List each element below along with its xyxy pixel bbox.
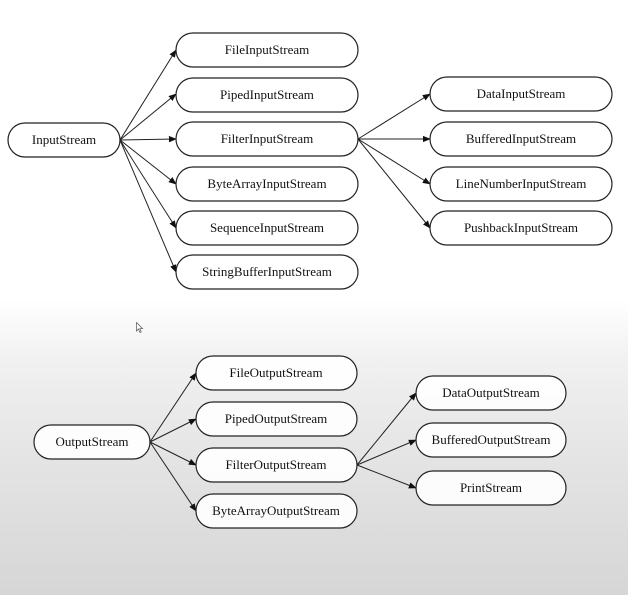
node-filteroutputstream: FilterOutputStream [195, 447, 358, 483]
node-fileoutputstream: FileOutputStream [195, 355, 358, 391]
node-outputstream: OutputStream [33, 424, 151, 460]
node-inputstream: InputStream [7, 122, 121, 158]
node-label: BufferedOutputStream [432, 432, 551, 447]
input-nodes: InputStream FileInputStream PipedInputSt… [7, 32, 613, 290]
edge-input-sequence [119, 139, 177, 229]
edge-filterout-data [356, 392, 417, 466]
node-stringbufferinputstream: StringBufferInputStream [175, 254, 359, 290]
edge-input-piped [119, 93, 177, 141]
edge-input-bytearray [119, 139, 177, 185]
node-pipedoutputstream: PipedOutputStream [195, 401, 358, 437]
node-sequenceinputstream: SequenceInputStream [175, 210, 359, 246]
edge-input-stringbuffer [119, 139, 177, 273]
node-printstream: PrintStream [415, 470, 567, 506]
node-label: PipedInputStream [220, 87, 314, 102]
edge-output-piped [149, 418, 197, 443]
node-linenumberinputstream: LineNumberInputStream [429, 166, 613, 202]
node-label: ByteArrayInputStream [207, 176, 326, 191]
edge-filterin-linenumber [357, 138, 431, 185]
edge-filterout-print [356, 464, 417, 489]
input-edges [119, 49, 431, 273]
node-label: PipedOutputStream [225, 411, 328, 426]
edge-filterout-buffered [356, 439, 417, 466]
node-bytearrayoutputstream: ByteArrayOutputStream [195, 493, 358, 529]
node-datainputstream: DataInputStream [429, 76, 613, 112]
node-pushbackinputstream: PushbackInputStream [429, 210, 613, 246]
node-label: PrintStream [460, 480, 522, 495]
node-label: FilterInputStream [221, 131, 313, 146]
node-label: FileOutputStream [229, 365, 322, 380]
node-filterinputstream: FilterInputStream [175, 121, 359, 157]
edge-output-bytearray [149, 441, 197, 512]
edge-output-file [149, 372, 197, 443]
node-bytearrayinputstream: ByteArrayInputStream [175, 166, 359, 202]
node-label: StringBufferInputStream [202, 264, 332, 279]
node-dataoutputstream: DataOutputStream [415, 375, 567, 411]
node-label: FilterOutputStream [225, 457, 326, 472]
node-label: SequenceInputStream [210, 220, 324, 235]
mouse-cursor-icon [136, 322, 144, 334]
node-bufferedoutputstream: BufferedOutputStream [415, 422, 567, 458]
node-label: DataInputStream [477, 86, 566, 101]
node-pipedinputstream: PipedInputStream [175, 77, 359, 113]
node-label: FileInputStream [225, 42, 310, 57]
node-label: ByteArrayOutputStream [212, 503, 340, 518]
node-fileinputstream: FileInputStream [175, 32, 359, 68]
node-label: DataOutputStream [442, 385, 539, 400]
edge-input-filter [119, 135, 177, 143]
node-label: LineNumberInputStream [456, 176, 587, 191]
node-label: PushbackInputStream [464, 220, 578, 235]
node-bufferedinputstream: BufferedInputStream [429, 121, 613, 157]
edge-filterin-data [357, 93, 431, 140]
edge-input-file [119, 49, 177, 141]
output-edges [149, 372, 417, 512]
output-nodes: OutputStream FileOutputStream PipedOutpu… [33, 355, 567, 529]
node-label: OutputStream [56, 434, 129, 449]
node-label: BufferedInputStream [466, 131, 576, 146]
node-label: InputStream [32, 132, 96, 147]
edge-filterin-pushback [357, 138, 431, 229]
edge-output-filter [149, 441, 197, 466]
